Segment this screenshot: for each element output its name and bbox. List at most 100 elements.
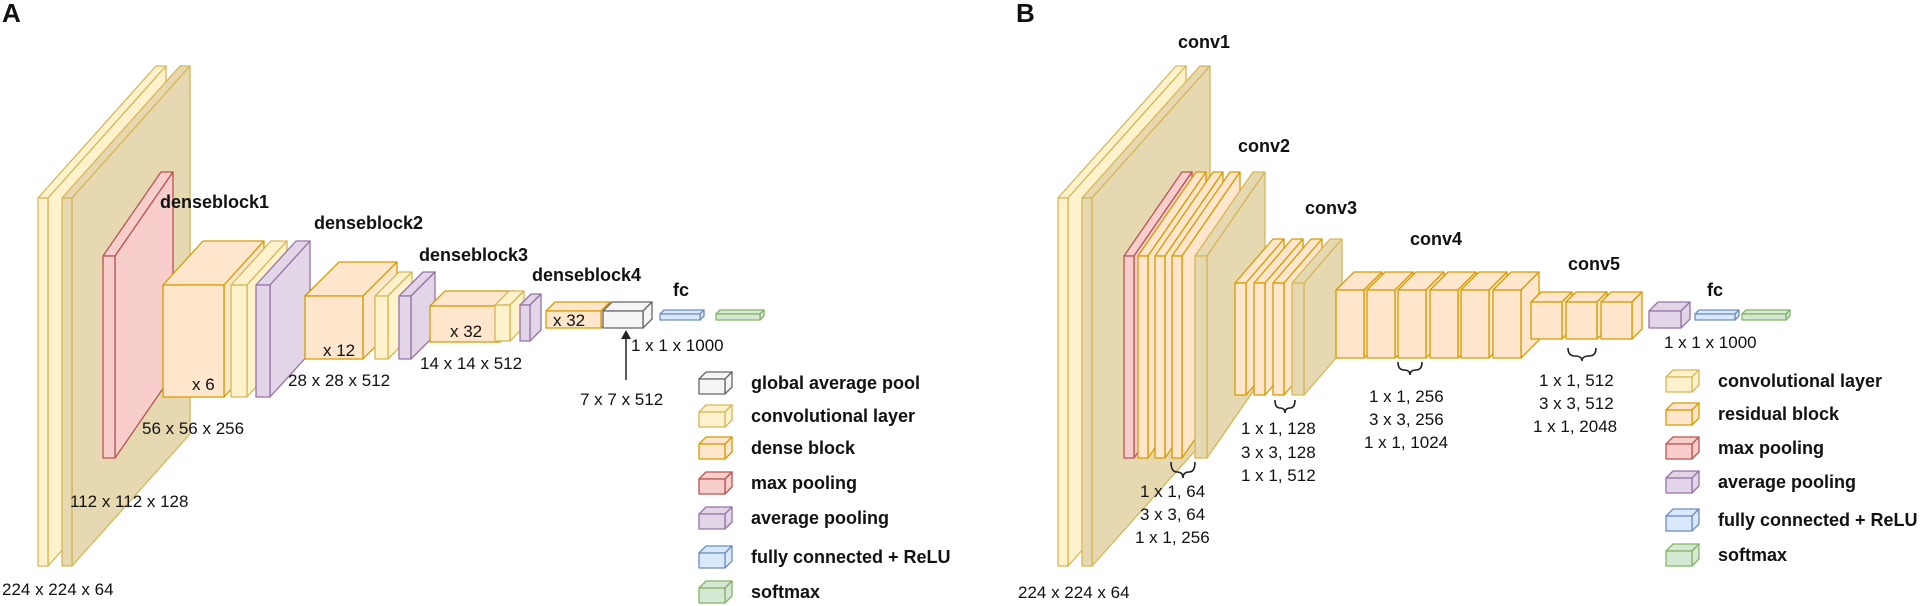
conv2-block-2-front <box>1154 255 1166 459</box>
fc-layer-b-front <box>1694 313 1736 321</box>
maxpool-a <box>102 171 174 459</box>
brace-conv3 <box>1274 399 1296 414</box>
conv5-block-1-front <box>1530 301 1563 340</box>
fc-layer-b <box>1694 309 1740 321</box>
legend-a-label-fc: fully connected + ReLU <box>751 547 951 567</box>
legend-a-swatch-pool <box>698 471 733 495</box>
conv4-block-1-front <box>1335 289 1365 359</box>
panel-a-letter: A <box>2 0 21 28</box>
brace-conv5 <box>1567 347 1597 362</box>
legend-a-swatch-softmax-front <box>698 587 726 604</box>
conv2-block-4-front <box>1194 255 1208 459</box>
title-conv2: conv2 <box>1238 136 1290 156</box>
legend-b-label-pool: max pooling <box>1718 438 1824 458</box>
legend-a-label-pool: max pooling <box>751 473 857 493</box>
conv4-block-3-front <box>1397 289 1427 359</box>
spec-conv5: 1 x 1, 512 3 x 3, 512 1 x 1, 2048 <box>1533 371 1617 436</box>
spec-conv5-line1: 1 x 1, 512 <box>1539 371 1614 390</box>
panel-a: A denseblock1 denseblock2 denseblock3 de… <box>2 0 951 604</box>
conv1-slab-1-front <box>1057 197 1069 567</box>
title-conv5: conv5 <box>1568 254 1620 274</box>
title-denseblock3: denseblock3 <box>419 245 528 265</box>
conv-slab-a-2-front <box>61 197 73 567</box>
spec-conv3-line3: 1 x 1, 512 <box>1241 466 1316 485</box>
arrow-head <box>621 330 631 339</box>
conv5-block-3 <box>1600 291 1643 340</box>
dim-224-b: 224 x 224 x 64 <box>1018 583 1130 602</box>
title-denseblock1: denseblock1 <box>160 192 269 212</box>
spec-conv2-line3: 1 x 1, 256 <box>1135 528 1210 547</box>
legend-a-label-avg: average pooling <box>751 508 889 528</box>
legend-a-swatch-block-front <box>698 443 726 460</box>
conv3-block-4 <box>1291 238 1343 396</box>
legend-a-swatch-fc <box>698 545 733 569</box>
conv2-block-1-front <box>1137 255 1149 459</box>
legend-b-swatch-conv <box>1665 369 1700 393</box>
conv4-block-4-front <box>1429 289 1459 359</box>
legend-a-label-block: dense block <box>751 438 856 458</box>
legend-a-swatch-avg-front <box>698 513 726 530</box>
legend-b-swatch-pool-front <box>1665 443 1693 460</box>
title-denseblock2: denseblock2 <box>314 213 423 233</box>
legend-b-label-fc: fully connected + ReLU <box>1718 510 1918 530</box>
dim-1-b: 1 x 1 x 1000 <box>1664 333 1757 352</box>
spec-conv3-line2: 3 x 3, 128 <box>1241 443 1316 462</box>
legend-a-swatch-block <box>698 436 733 460</box>
conv-slab-a-1-front <box>37 197 49 567</box>
dense-block-1-front <box>162 284 225 398</box>
avgpool-b <box>1648 301 1691 329</box>
spec-conv4: 1 x 1, 256 3 x 3, 256 1 x 1, 1024 <box>1364 387 1448 452</box>
spec-conv2: 1 x 1, 64 3 x 3, 64 1 x 1, 256 <box>1135 482 1210 547</box>
transition-pool-3 <box>519 293 542 342</box>
conv3-block-1-front <box>1234 282 1247 396</box>
dense-block-3-front <box>429 305 501 343</box>
legend-b-label-block: residual block <box>1718 404 1840 424</box>
fc-layer-a <box>659 309 705 321</box>
dense-block-4-front <box>545 310 602 329</box>
title-fc-a: fc <box>673 280 689 300</box>
brace-conv4 <box>1397 361 1423 376</box>
avgpool-b-front <box>1648 310 1682 329</box>
panel-a-layers <box>37 65 765 567</box>
global-average-pool <box>602 301 653 329</box>
softmax-a <box>715 309 765 321</box>
dim-112: 112 x 112 x 128 <box>70 492 188 511</box>
multiplier-db3: x 32 <box>450 322 482 341</box>
spec-braces <box>1170 347 1597 479</box>
title-denseblock4: denseblock4 <box>532 265 641 285</box>
dense-block-4-top <box>545 301 611 312</box>
legend-b-swatch-avg-front <box>1665 477 1693 494</box>
legend-a-label-gap: global average pool <box>751 373 920 393</box>
multiplier-db2: x 12 <box>323 341 355 360</box>
dim-224-a: 224 x 224 x 64 <box>2 580 114 599</box>
conv1-slab-2-front <box>1081 197 1093 567</box>
conv3-block-2-front <box>1253 282 1266 396</box>
legend-b-swatch-conv-front <box>1665 376 1693 393</box>
legend-b-swatch-pool <box>1665 436 1700 460</box>
legend-a-label-conv: convolutional layer <box>751 406 915 426</box>
legend-b-label-softmax: softmax <box>1718 545 1787 565</box>
legend-a-label-softmax: softmax <box>751 582 820 602</box>
transition-conv-2-front <box>374 295 389 360</box>
spec-conv4-line2: 3 x 3, 256 <box>1369 410 1444 429</box>
conv5-block-3-front <box>1600 301 1633 340</box>
legend-a-swatch-pool-front <box>698 478 726 495</box>
transition-conv-1-front <box>230 284 248 398</box>
conv2-block-3-front <box>1171 255 1183 459</box>
title-conv4: conv4 <box>1410 229 1462 249</box>
softmax-b <box>1741 309 1791 321</box>
dim-1-a: 1 x 1 x 1000 <box>631 336 724 355</box>
maxpool-a-front <box>102 255 116 459</box>
legend-b-swatch-block-front <box>1665 409 1693 426</box>
dim-28: 28 x 28 x 512 <box>288 371 390 390</box>
softmax-b-front <box>1741 313 1787 321</box>
spec-conv5-line3: 1 x 1, 2048 <box>1533 417 1617 436</box>
conv4-block-6-front <box>1492 289 1522 359</box>
spec-conv4-line1: 1 x 1, 256 <box>1369 387 1444 406</box>
legend-b: convolutional layer residual block max poo… <box>1665 369 1918 567</box>
conv4-block-2-front <box>1366 289 1396 359</box>
legend-b-label-conv: convolutional layer <box>1718 371 1882 391</box>
legend-a-swatch-softmax <box>698 580 733 604</box>
transition-pool-1-front <box>255 284 271 398</box>
